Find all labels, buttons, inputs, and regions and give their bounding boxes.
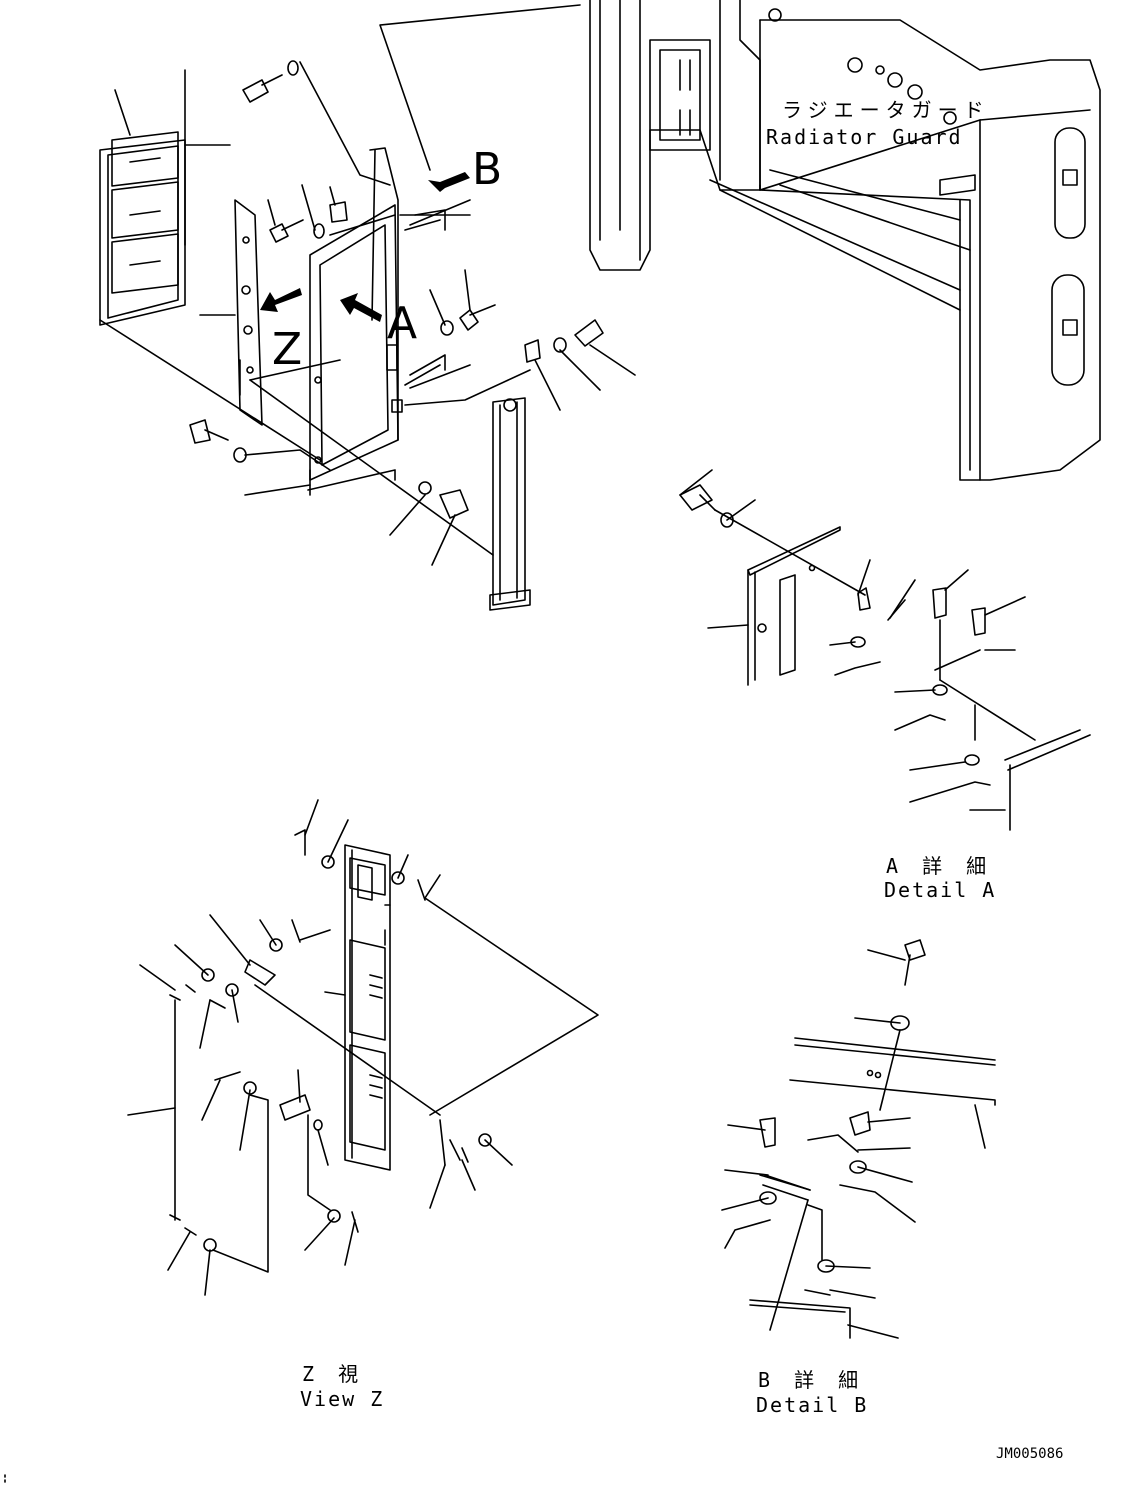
access-cover-panel	[99, 69, 321, 461]
radiator-guard-frame	[379, 0, 1101, 481]
view-z-title-jp: Z 視	[302, 1362, 365, 1386]
detail-a-title-jp: A 詳 細	[886, 854, 993, 878]
callout-arrows[interactable]	[260, 172, 470, 322]
callout-label-z[interactable]: Z	[272, 324, 303, 375]
side-plate	[199, 199, 263, 426]
detail-b-title-en: Detail B	[756, 1393, 869, 1417]
detail-b-title-jp: B 詳 細	[758, 1368, 865, 1392]
detail-a-drawing	[679, 469, 1091, 831]
detail-b-drawing	[721, 939, 996, 1339]
callout-label-a[interactable]: A	[387, 298, 418, 349]
view-z-title-en: View Z	[300, 1387, 385, 1411]
drawing-code: JM005086	[996, 1446, 1064, 1462]
radiator-guard-label-en: Radiator Guard	[766, 125, 963, 149]
detail-a-title-en: Detail A	[884, 878, 997, 902]
view-z-drawing	[127, 799, 599, 1296]
fasteners-main	[189, 60, 636, 566]
callout-label-b[interactable]: B	[472, 144, 503, 195]
radiator-guard-label-jp: ラジエータガード	[782, 98, 990, 122]
support-post	[489, 397, 531, 611]
